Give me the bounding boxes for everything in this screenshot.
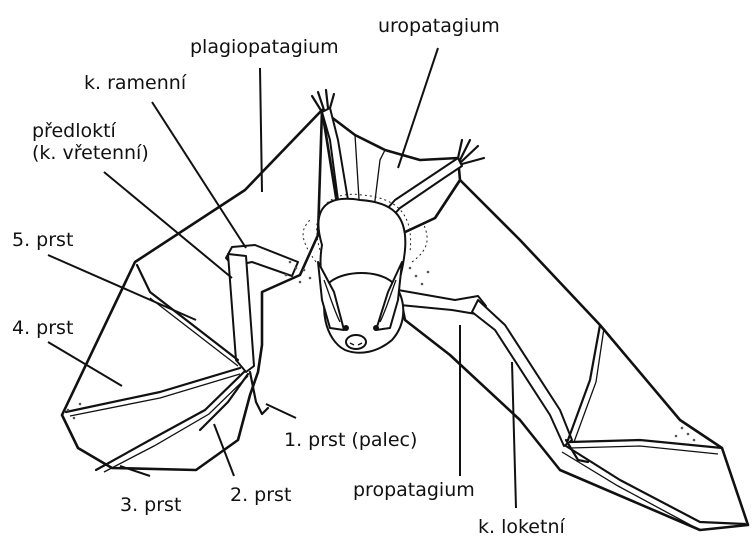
label-radius: (k. vřetenní) xyxy=(32,143,149,163)
right-eye xyxy=(373,325,379,331)
label-humerus: k. ramenní xyxy=(84,73,186,93)
label-digit-3: 3. prst xyxy=(120,495,181,515)
label-digit-5: 5. prst xyxy=(12,230,73,250)
right-wing-membrane xyxy=(388,180,748,530)
label-digit-2: 2. prst xyxy=(230,485,291,505)
label-plagiopatagium: plagiopatagium xyxy=(190,37,339,57)
label-forearm: předloktí xyxy=(32,121,116,141)
left-foot xyxy=(312,90,334,112)
label-ulna: k. loketní xyxy=(478,517,565,537)
right-foot xyxy=(458,140,484,164)
nose xyxy=(346,335,366,349)
label-digit-4: 4. prst xyxy=(12,318,73,338)
label-digit-1: 1. prst (palec) xyxy=(284,430,417,450)
left-eye xyxy=(343,325,349,331)
label-propatagium: propatagium xyxy=(353,480,475,500)
label-uropatagium: uropatagium xyxy=(378,16,500,36)
